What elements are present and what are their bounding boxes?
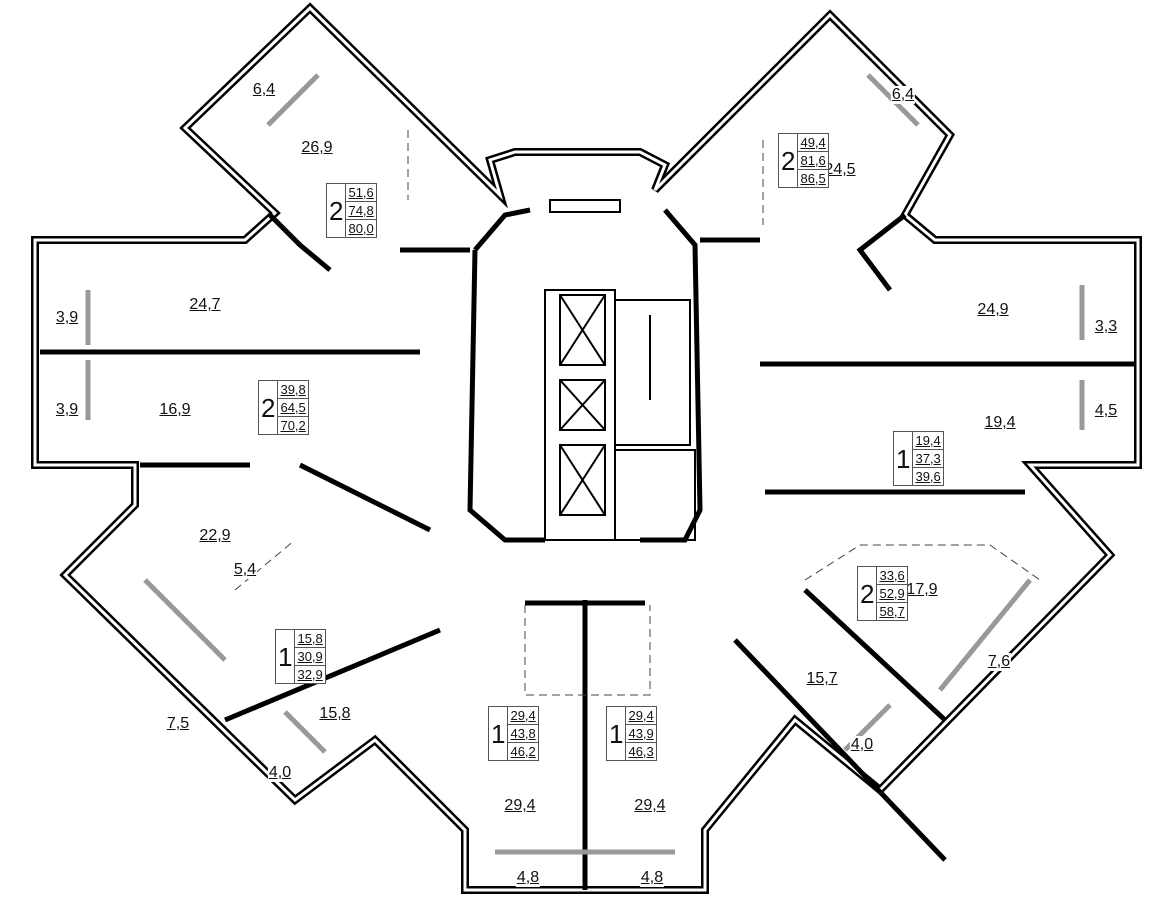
living-area: 51,6 [346, 185, 376, 202]
room-count: 2 [327, 184, 347, 237]
living-area: 33,6 [877, 568, 907, 585]
room-count: 1 [276, 630, 296, 683]
total-area: 43,8 [508, 726, 538, 743]
room-count: 2 [259, 381, 279, 434]
total-area: 30,9 [295, 649, 325, 666]
total-area: 74,8 [346, 203, 376, 220]
total-with-balcony: 70,2 [280, 418, 306, 433]
room-count: 2 [779, 134, 799, 187]
living-area: 39,8 [278, 382, 308, 399]
area-label: 15,7 [805, 670, 839, 688]
living-area: 29,4 [626, 708, 656, 725]
total-area: 64,5 [278, 400, 308, 417]
area-label: 4,0 [267, 764, 293, 782]
area-label: 24,7 [188, 296, 222, 314]
area-label: 7,5 [165, 715, 191, 733]
total-with-balcony: 39,6 [915, 469, 941, 484]
area-label: 16,9 [158, 401, 192, 419]
area-label: 19,4 [983, 414, 1017, 432]
living-area: 49,4 [798, 135, 828, 152]
area-label: 6,4 [890, 86, 916, 104]
area-label: 4,0 [849, 736, 875, 754]
area-label: 17,9 [905, 581, 939, 599]
area-label: 24,9 [976, 301, 1010, 319]
total-area: 81,6 [798, 153, 828, 170]
total-with-balcony: 46,2 [510, 744, 536, 759]
living-area: 29,4 [508, 708, 538, 725]
total-with-balcony: 46,3 [628, 744, 654, 759]
area-label: 3,3 [1093, 318, 1119, 336]
area-label: 22,9 [198, 527, 232, 545]
area-label: 29,4 [633, 797, 667, 815]
living-area: 15,8 [295, 631, 325, 648]
room-count: 1 [607, 707, 627, 760]
area-label: 4,8 [639, 869, 665, 887]
room-count: 1 [489, 707, 509, 760]
area-label: 24,5 [823, 161, 857, 179]
area-label: 6,4 [251, 81, 277, 99]
total-with-balcony: 80,0 [348, 221, 374, 236]
area-label: 4,8 [515, 869, 541, 887]
area-label: 4,5 [1093, 402, 1119, 420]
area-label: 15,8 [318, 705, 352, 723]
total-area: 52,9 [877, 586, 907, 603]
living-area: 19,4 [913, 433, 943, 450]
area-label: 26,9 [300, 139, 334, 157]
area-label: 5,4 [232, 561, 258, 579]
area-label: 3,9 [54, 401, 80, 419]
area-label: 7,6 [986, 653, 1012, 671]
total-area: 43,9 [626, 726, 656, 743]
area-label: 3,9 [54, 309, 80, 327]
total-with-balcony: 58,7 [879, 604, 905, 619]
total-area: 37,3 [913, 451, 943, 468]
total-with-balcony: 32,9 [297, 667, 323, 682]
area-label: 29,4 [503, 797, 537, 815]
total-with-balcony: 86,5 [800, 171, 826, 186]
room-count: 2 [858, 567, 878, 620]
room-count: 1 [894, 432, 914, 485]
